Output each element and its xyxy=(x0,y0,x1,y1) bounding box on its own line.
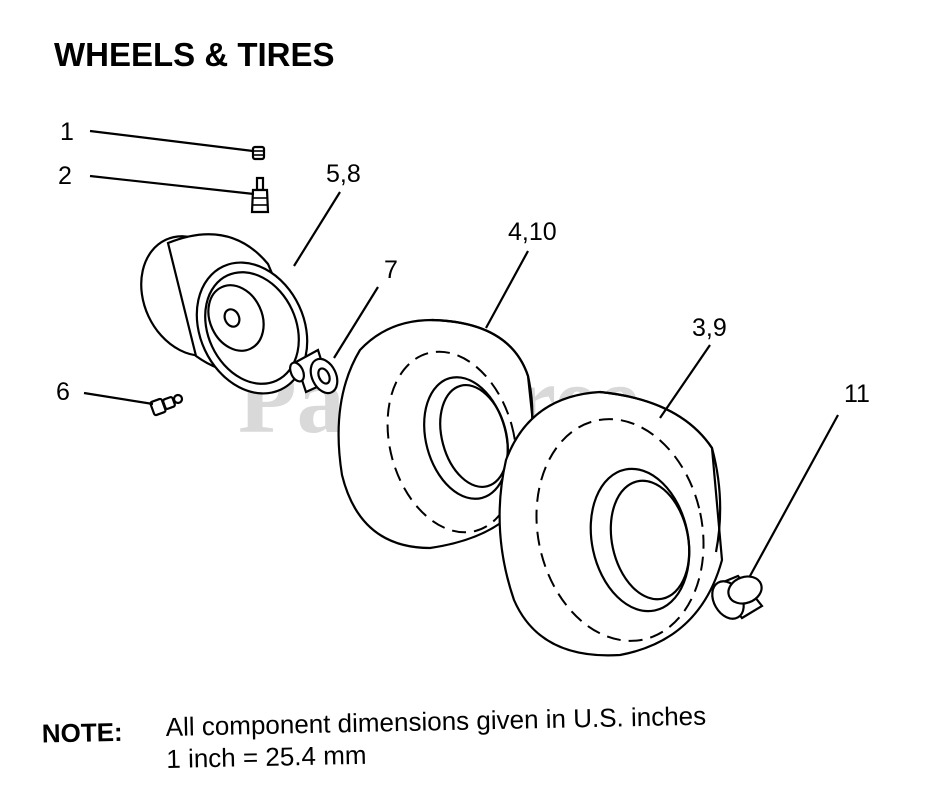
leader-line-3-9 xyxy=(659,344,711,419)
note-line-1: All component dimensions given in U.S. i… xyxy=(165,701,706,742)
valve-stem xyxy=(250,176,270,214)
callout-2: 2 xyxy=(58,162,72,190)
leader-line-4-10 xyxy=(485,250,529,329)
callout-7: 7 xyxy=(384,256,398,284)
leader-line-11 xyxy=(749,414,839,577)
callout-5-8: 5,8 xyxy=(326,160,361,188)
leader-line-7 xyxy=(333,286,379,359)
note-line-2: 1 inch = 25.4 mm xyxy=(166,740,367,774)
leader-line-6 xyxy=(83,391,154,406)
bushing xyxy=(289,348,339,395)
grease-fitting xyxy=(149,393,184,417)
note-label: NOTE: xyxy=(41,717,123,749)
leader-line-5-8 xyxy=(293,191,341,267)
valve-cap xyxy=(251,145,266,161)
callout-1: 1 xyxy=(60,118,74,146)
note-block: NOTE: All component dimensions given in … xyxy=(41,701,706,774)
callout-4-10: 4,10 xyxy=(508,218,557,246)
leader-line-1 xyxy=(89,129,254,153)
callout-3-9: 3,9 xyxy=(692,314,727,342)
wheel-rim xyxy=(140,233,309,395)
callout-11: 11 xyxy=(844,380,870,408)
callout-6: 6 xyxy=(56,378,70,406)
front-tire xyxy=(337,318,540,550)
rear-bushing xyxy=(711,574,764,620)
leader-line-2 xyxy=(89,174,255,196)
page-title: WHEELS & TIRES xyxy=(54,36,335,73)
rear-tire xyxy=(498,390,724,657)
